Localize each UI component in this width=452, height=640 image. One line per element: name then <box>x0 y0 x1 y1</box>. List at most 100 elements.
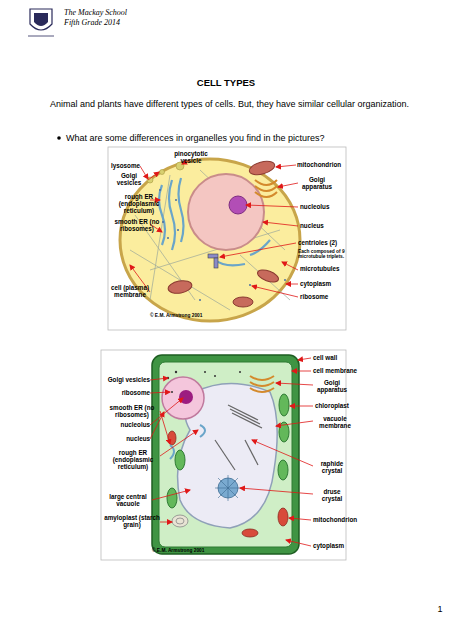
part-label: nucleus <box>300 222 324 229</box>
plant-cell-part-part <box>298 358 311 360</box>
plant-cell-part-part <box>167 488 177 508</box>
part-note: Each composed of 9 microtubule triplets. <box>298 249 346 260</box>
animal-cell-part-part <box>248 159 276 177</box>
animal-cell-part-part <box>286 284 298 285</box>
animal-cell-part-part <box>199 299 201 301</box>
animal-cell-part-part <box>214 258 218 268</box>
animal-cell-part-part <box>167 279 193 295</box>
animal-cell <box>108 147 346 330</box>
part-label: Golgi apparatus <box>314 379 350 393</box>
grade-note: Fifth Grade 2014 <box>64 19 120 28</box>
plant-cell-part <box>172 515 188 527</box>
animal-cell-part-part <box>159 189 161 191</box>
plant-cell-part <box>167 371 241 393</box>
plant-cell-part-part <box>150 412 164 439</box>
plant-cell-part <box>152 355 299 554</box>
page-number: 1 <box>434 604 446 614</box>
plant-cell-part <box>215 475 241 501</box>
part-label: cytoplasm <box>300 280 331 287</box>
plant-cell-part-part <box>279 394 289 416</box>
animal-cell-part <box>255 180 277 197</box>
plant-cell-part-part <box>171 391 173 393</box>
animal-cell-part-part <box>263 222 298 226</box>
part-label: nucleolus <box>300 203 329 210</box>
plant-cell-part-part <box>290 406 313 407</box>
part-label: ribosome <box>104 389 150 396</box>
plant-cell-part-part <box>215 440 235 470</box>
plant-cell-part <box>250 376 274 392</box>
animal-cell-part-part <box>175 199 177 201</box>
part-label: Golgi vesicles <box>104 376 150 383</box>
plant-cell-part <box>215 405 262 470</box>
plant-cell-part-part <box>172 515 188 527</box>
part-label: chloroplast <box>315 402 349 409</box>
part-label: vacuole membrane <box>315 415 355 429</box>
school-name: The Mackay School <box>64 9 127 18</box>
bullet-dot <box>57 136 61 140</box>
plant-cell-part-part <box>204 371 206 373</box>
plant-cell-part-part <box>150 378 168 380</box>
animal-cell-part-part <box>255 180 277 185</box>
part-label: mitochondrion <box>313 516 357 523</box>
animal-cell-part-part <box>148 172 159 180</box>
plant-cell-part-part <box>289 518 311 520</box>
part-label: rough ER (endoplasmic reticulum) <box>108 193 170 214</box>
plant-cell-part-part <box>239 371 241 373</box>
part-label: Golgi vesicles <box>111 172 147 186</box>
copyright-note: © E.M. Armstrong 2001 <box>150 313 202 318</box>
plant-cell-part-part <box>152 490 190 500</box>
plant-cell-part-part <box>240 488 313 494</box>
plant-cell-part-part <box>250 376 274 380</box>
school-logo-part <box>28 36 54 37</box>
part-label: smooth ER (no ribosomes) <box>104 404 160 418</box>
animal-cell-part <box>130 160 298 297</box>
animal-cell-part-part <box>246 205 298 207</box>
plant-cell-part-part <box>150 398 183 425</box>
animal-cell-part-part <box>130 250 230 310</box>
plant-cell-part-part <box>245 440 258 465</box>
animal-cell-part-part <box>167 237 169 239</box>
question-bullet: What are some differences in organelles … <box>66 133 426 143</box>
plant-cell-part-part <box>250 382 274 386</box>
part-label: large central vacuole <box>104 493 152 507</box>
plant-cell-part-part <box>232 413 262 428</box>
animal-cell-part-part <box>162 221 164 223</box>
plant-cell-part-part <box>160 522 172 523</box>
part-label: Golgi apparatus <box>299 176 335 190</box>
animal-cell-part-part <box>140 166 148 179</box>
animal-cell-part-part <box>147 177 153 183</box>
animal-cell-part-part <box>252 286 298 297</box>
plant-cell-part <box>179 390 193 404</box>
part-label: druse crystal <box>315 488 349 502</box>
school-logo <box>28 9 54 36</box>
part-label: mitochondrion <box>297 161 341 168</box>
animal-cell-part-part <box>160 170 165 175</box>
part-label: rough ER (endoplasmic reticulum) <box>103 449 163 470</box>
plant-cell-part <box>150 358 313 546</box>
school-logo-part <box>30 9 52 30</box>
plant-cell-part-part <box>215 475 241 501</box>
plant-cell-part-part <box>250 388 274 392</box>
part-label: cytoplasm <box>313 542 344 549</box>
animal-cell-part-part <box>255 192 277 197</box>
animal-cell-part <box>159 178 270 265</box>
intro-paragraph: Animal and plants have different types o… <box>50 99 418 109</box>
plant-cell-part-part <box>292 371 311 372</box>
plant-cell-part-part <box>214 375 216 377</box>
animal-cell-part-part <box>159 185 165 245</box>
plant-cell-part-part <box>276 421 313 426</box>
plant-cell-part-part <box>278 460 288 480</box>
part-label: microtubules <box>300 265 340 272</box>
plant-cell-part-part <box>175 371 177 373</box>
page-title: CELL TYPES <box>0 78 452 89</box>
animal-cell-part <box>147 162 184 183</box>
animal-cell-part <box>208 254 218 268</box>
animal-cell-part-part <box>177 229 179 231</box>
animal-cell-part <box>188 174 264 250</box>
animal-cell-part <box>167 159 280 307</box>
animal-cell-part-part <box>249 284 251 286</box>
copyright-note: © E.M. Armstrong 2001 <box>152 548 204 553</box>
plant-cell-part-part <box>200 425 205 437</box>
animal-cell-part-part <box>179 178 184 242</box>
